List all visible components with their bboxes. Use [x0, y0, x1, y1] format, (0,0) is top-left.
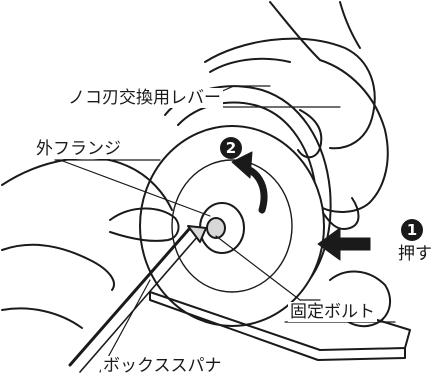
- blade-guard-inner: [177, 101, 317, 193]
- step-1-badge: 1: [401, 219, 423, 241]
- label-box-wrench: ボックススパナ: [101, 356, 224, 376]
- label-blade-change-lever: ノコ刃交換用レバー: [66, 88, 223, 108]
- push-arrow: [317, 227, 371, 261]
- leader-fixing-bolt: [215, 235, 301, 301]
- label-push: 押す: [396, 244, 434, 264]
- fixing-bolt-shape: [206, 217, 226, 239]
- lower-hand-palm: [1, 243, 115, 291]
- leader-outer-flange: [59, 159, 211, 217]
- upper-arm-line: [339, 1, 361, 49]
- upper-finger-1: [317, 197, 360, 230]
- label-outer-flange: 外フランジ: [34, 139, 123, 159]
- lower-hand-outline: [1, 156, 173, 211]
- label-fixing-bolt: 固定ボルト: [288, 302, 377, 322]
- box-wrench-handle: [68, 226, 192, 367]
- rotate-arrow-head: [231, 151, 253, 179]
- saw-housing: [204, 37, 376, 150]
- saw-handle: [209, 57, 291, 73]
- base-plate-edge: [149, 291, 406, 361]
- box-wrench-handle-2: [79, 235, 199, 373]
- step-2-badge: 2: [220, 137, 242, 159]
- lower-hand-thumb: [109, 207, 180, 242]
- blade-inner-ring: [171, 159, 293, 293]
- box-wrench-tip: [187, 225, 207, 243]
- lower-forearm: [1, 307, 83, 329]
